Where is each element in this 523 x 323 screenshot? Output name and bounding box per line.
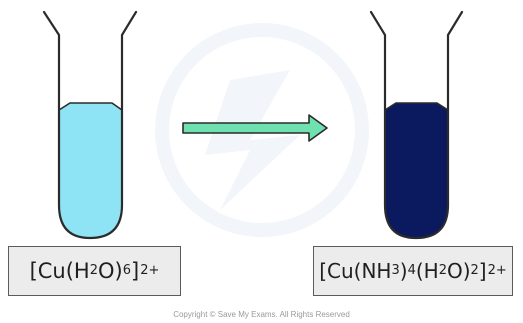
formula-part: (H: [415, 259, 439, 283]
right-test-tube: [369, 10, 464, 240]
formula-part: O): [98, 258, 123, 283]
formula-part: O): [446, 259, 471, 283]
copyright-notice: Copyright © Save My Exams. All Rights Re…: [173, 310, 350, 319]
right-tube-meniscus: [384, 102, 449, 111]
left-tube-liquid: [59, 103, 122, 238]
right-tube-outline: [369, 10, 464, 240]
left-test-tube: [42, 10, 138, 240]
formula-part: [Cu(NH: [319, 259, 392, 283]
left-tube-outline: [42, 10, 138, 240]
reaction-arrow: [182, 114, 328, 142]
left-tube-meniscus: [58, 102, 123, 111]
formula-part: ]: [478, 259, 487, 283]
formula-part: [Cu(H: [29, 258, 90, 283]
right-tube-liquid: [385, 103, 448, 238]
watermark-logo: [155, 23, 369, 237]
formula-part: ): [399, 259, 408, 283]
formula-part: ]: [131, 258, 140, 283]
